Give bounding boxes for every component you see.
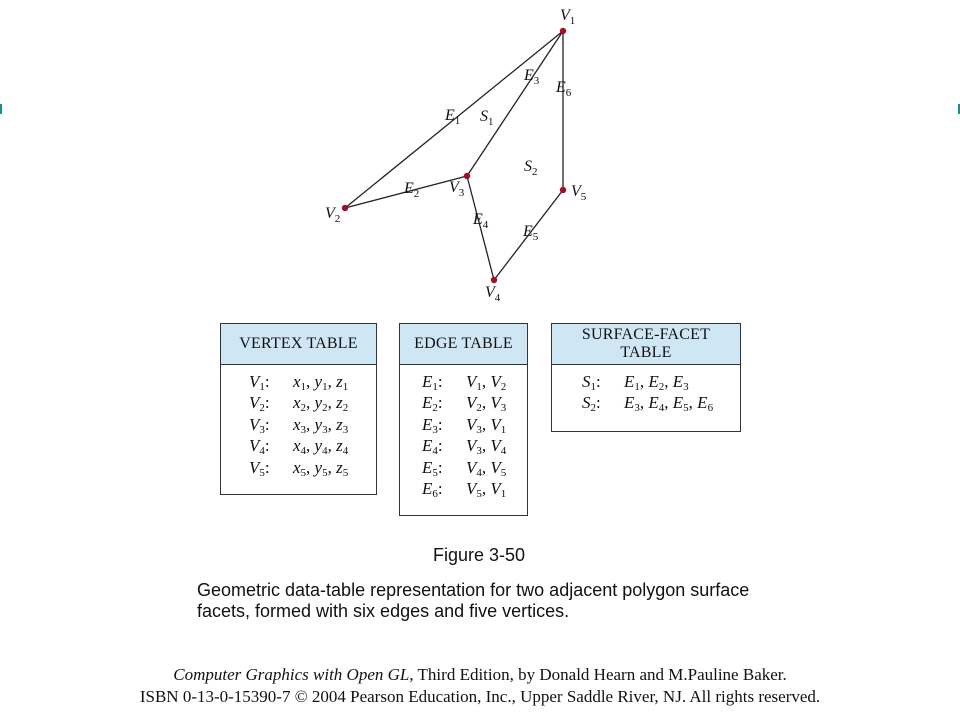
edge-table-row: E4: V3, V4 (400, 436, 527, 458)
vertex-table-value: x2, y2, z2 (293, 393, 349, 415)
edge-table-row: E1: V1, V2 (400, 371, 527, 393)
vertex-table-value: x5, y5, z5 (293, 457, 349, 479)
book-title: Computer Graphics with Open GL (173, 665, 410, 684)
edge-table-key: E4: (422, 436, 443, 458)
edge-table-value: V3, V4 (466, 436, 507, 458)
vertex-table-value: x4, y4, z4 (293, 436, 349, 458)
vertex-point-1 (559, 27, 567, 35)
vertex-table-key: V5: (249, 457, 270, 479)
left-edge-marker (0, 104, 2, 114)
vertex-point-3 (463, 172, 471, 180)
edge-table-row: E3: V3, V1 (400, 414, 527, 436)
surface-table-value: E3, E4, E5, E6 (624, 393, 714, 415)
edge-label-2: E2 (403, 180, 419, 200)
edge-label-4: E4 (472, 211, 489, 231)
vertex-point-2 (341, 204, 349, 212)
figure-caption: Geometric data-table representation for … (197, 580, 750, 621)
surface-table-row: S1: E1, E2, E3 (552, 371, 740, 393)
edge-table-key: E5: (422, 457, 443, 479)
edge-line-3 (466, 30, 564, 177)
figure-number: Figure 3-50 (433, 545, 526, 565)
surface-table-key: S2: (582, 393, 601, 415)
surface-label-2: S2 (524, 158, 538, 178)
vertex-label-4: V4 (485, 284, 501, 304)
edge-label-5: E5 (522, 223, 539, 243)
right-edge-marker (958, 104, 960, 114)
vertex-table-key: V3: (249, 414, 270, 436)
edge-table-row: E6: V5, V1 (400, 479, 527, 501)
edge-label-6: E6 (555, 79, 572, 99)
edge-table-key: E2: (422, 393, 443, 415)
vertex-table-row: V3: x3, y3, z3 (221, 414, 376, 436)
edge-line-2 (344, 175, 468, 209)
edge-table-title: EDGE TABLE (400, 324, 527, 365)
vertex-table-row: V2: x2, y2, z2 (221, 393, 376, 415)
edge-table-row: E2: V2, V3 (400, 393, 527, 415)
book-edition-authors: , Third Edition, by Donald Hearn and M.P… (409, 665, 787, 684)
vertex-point-5 (559, 186, 567, 194)
edge-table-value: V4, V5 (466, 457, 507, 479)
edge-table-value: V1, V2 (466, 371, 507, 393)
vertex-label-5: V5 (571, 183, 587, 203)
vertex-label-3: V3 (449, 179, 465, 199)
vertex-table-title: VERTEX TABLE (221, 324, 376, 365)
edge-table-body: E1: V1, V2 E2: V2, V3 E3: V3, V1 E4: V3, V4 E5: V… (400, 365, 527, 500)
vertex-table-row: V1: x1, y1, z1 (221, 371, 376, 393)
vertex-table-row: V5: x5, y5, z5 (221, 457, 376, 479)
surface-table-title: SURFACE-FACET TABLE (552, 324, 740, 365)
surface-facet-table: SURFACE-FACET TABLE S1: E1, E2, E3 S2: E3, … (551, 323, 741, 432)
isbn-copyright: ISBN 0-13-0-15390-7 © 2004 Pearson Educa… (139, 687, 821, 706)
edge-table-value: V5, V1 (466, 479, 507, 501)
edge-table-key: E3: (422, 414, 443, 436)
vertex-table-value: x3, y3, z3 (293, 414, 349, 436)
surface-label-1: S1 (480, 108, 494, 128)
vertex-label-2: V2 (325, 205, 340, 225)
surface-table-title-line1: SURFACE-FACET (581, 326, 711, 343)
surface-table-body: S1: E1, E2, E3 S2: E3, E4, E5, E6 (552, 365, 740, 414)
edge-line-1 (344, 30, 564, 209)
edge-table-key: E1: (422, 371, 443, 393)
surface-table-key: S1: (582, 371, 601, 393)
edge-table-value: V3, V1 (466, 414, 507, 436)
vertex-table-key: V2: (249, 393, 270, 415)
vertex-table-key: V4: (249, 436, 270, 458)
vertex-table-value: x1, y1, z1 (293, 371, 349, 393)
surface-table-value: E1, E2, E3 (624, 371, 689, 393)
edge-line-4 (466, 175, 495, 281)
edge-table-value: V2, V3 (466, 393, 507, 415)
edge-table-row: E5: V4, V5 (400, 457, 527, 479)
vertex-point-4 (490, 276, 498, 284)
vertex-label-1: V1 (560, 7, 575, 27)
edge-label-1: E1 (444, 107, 460, 127)
edge-line-5 (493, 189, 564, 281)
book-credit: Computer Graphics with Open GL, Third Ed… (0, 665, 960, 685)
edge-table-key: E6: (422, 479, 443, 501)
edge-label-3: E3 (523, 67, 540, 87)
surface-table-row: S2: E3, E4, E5, E6 (552, 393, 740, 415)
surface-table-title-line2: TABLE (620, 344, 672, 361)
vertex-table-key: V1: (249, 371, 270, 393)
vertex-table-row: V4: x4, y4, z4 (221, 436, 376, 458)
